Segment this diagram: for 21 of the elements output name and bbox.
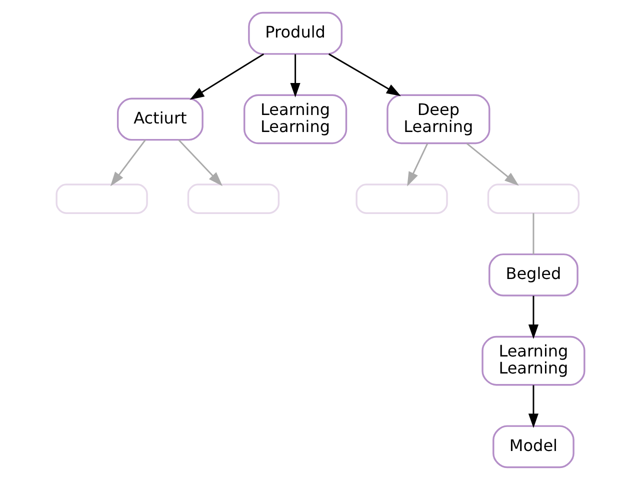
node-box: Deep Learning [386,94,490,144]
node-box: Learning Learning [481,336,585,386]
arrow [178,139,222,186]
node-box: Learning Learning [243,94,347,144]
arrow [528,296,538,339]
node-box [186,184,280,214]
arrow [466,142,518,186]
arrow [528,385,538,428]
arrow [189,53,264,100]
connector [532,213,534,254]
node-box [55,184,148,214]
arrow [290,54,300,98]
arrow [110,139,146,186]
node-box: Produld [248,12,342,55]
node-box [486,184,580,214]
node-box: Model [492,425,574,468]
arrow [406,143,428,186]
node-box: Begled [488,253,578,296]
node-box [355,184,448,214]
arrow [328,53,400,96]
node-box: Actiurt [116,98,203,141]
